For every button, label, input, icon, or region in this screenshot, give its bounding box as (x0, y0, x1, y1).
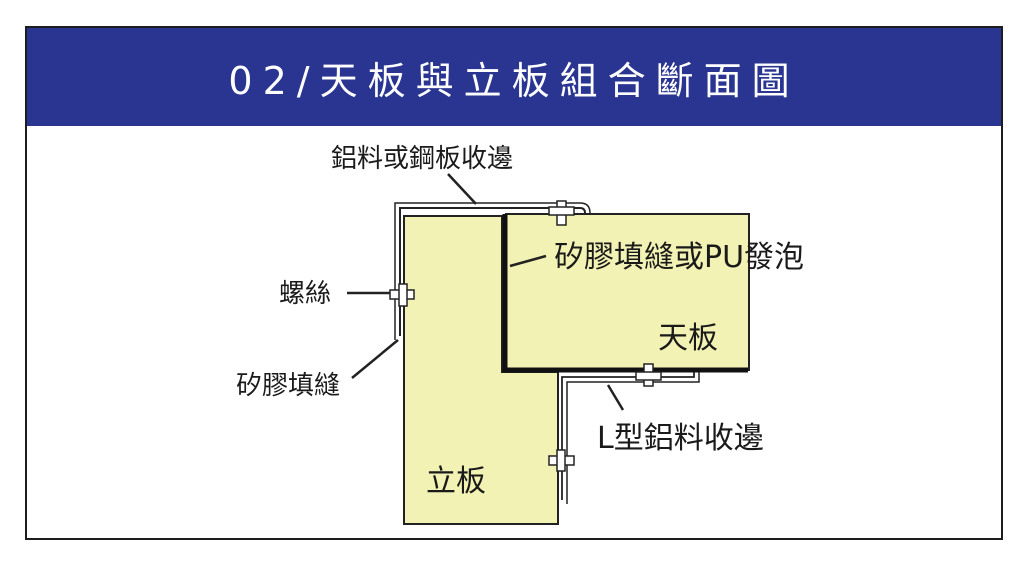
l-trim (561, 372, 695, 500)
silicone-pu-label: 矽膠填縫或PU發泡 (554, 240, 804, 275)
edge-trim-leader (447, 173, 477, 205)
edge-trim-outer (394, 202, 591, 340)
l-trim-outer (566, 372, 700, 504)
l-trim-screw-top (635, 363, 662, 387)
silicone-pu-seam (502, 214, 748, 373)
silicone-leader (351, 339, 399, 379)
l-trim-screw-side (548, 449, 575, 472)
top-panel (505, 213, 750, 371)
l-trim-label: L型鋁料收邊 (597, 421, 764, 456)
screw-label: 螺絲 (279, 279, 331, 309)
edge-trim-label: 鋁料或鋼板收邊 (331, 144, 513, 174)
top-screw (548, 200, 575, 226)
l-trim-leader (606, 384, 625, 411)
silicone-fill-label: 矽膠填縫 (236, 371, 340, 401)
title-banner: 02/天板與立板組合斷面圖 (27, 28, 1001, 126)
silicone-pu-leader (509, 254, 547, 268)
left-screw (389, 283, 415, 307)
diagram-title: 02/天板與立板組合斷面圖 (228, 58, 800, 103)
vertical-panel-label: 立板 (426, 464, 486, 499)
edge-trim (399, 207, 586, 336)
top-panel-label: 天板 (658, 321, 718, 356)
